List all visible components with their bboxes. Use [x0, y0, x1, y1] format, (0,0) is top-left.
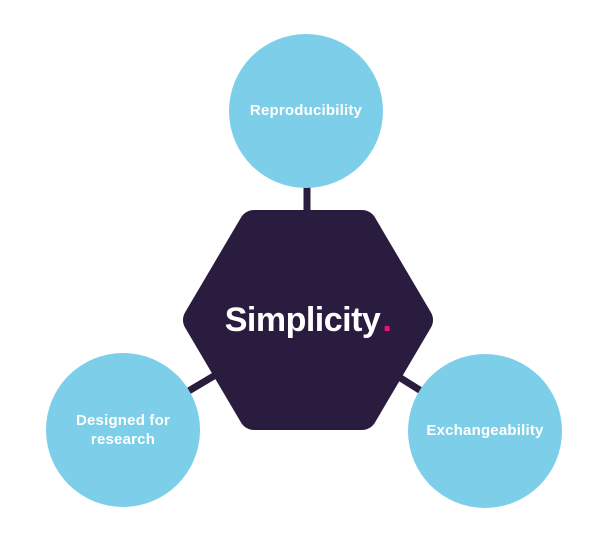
node-designed-for-research-label: Designed for research: [75, 411, 171, 449]
node-reproducibility: Reproducibility: [229, 34, 383, 188]
node-exchangeability-label: Exchangeability: [426, 422, 544, 440]
node-exchangeability: Exchangeability: [408, 354, 562, 508]
hexagon-shape: [183, 210, 433, 430]
node-reproducibility-label: Reproducibility: [249, 102, 363, 120]
node-designed-for-research: Designed for research: [46, 353, 200, 507]
